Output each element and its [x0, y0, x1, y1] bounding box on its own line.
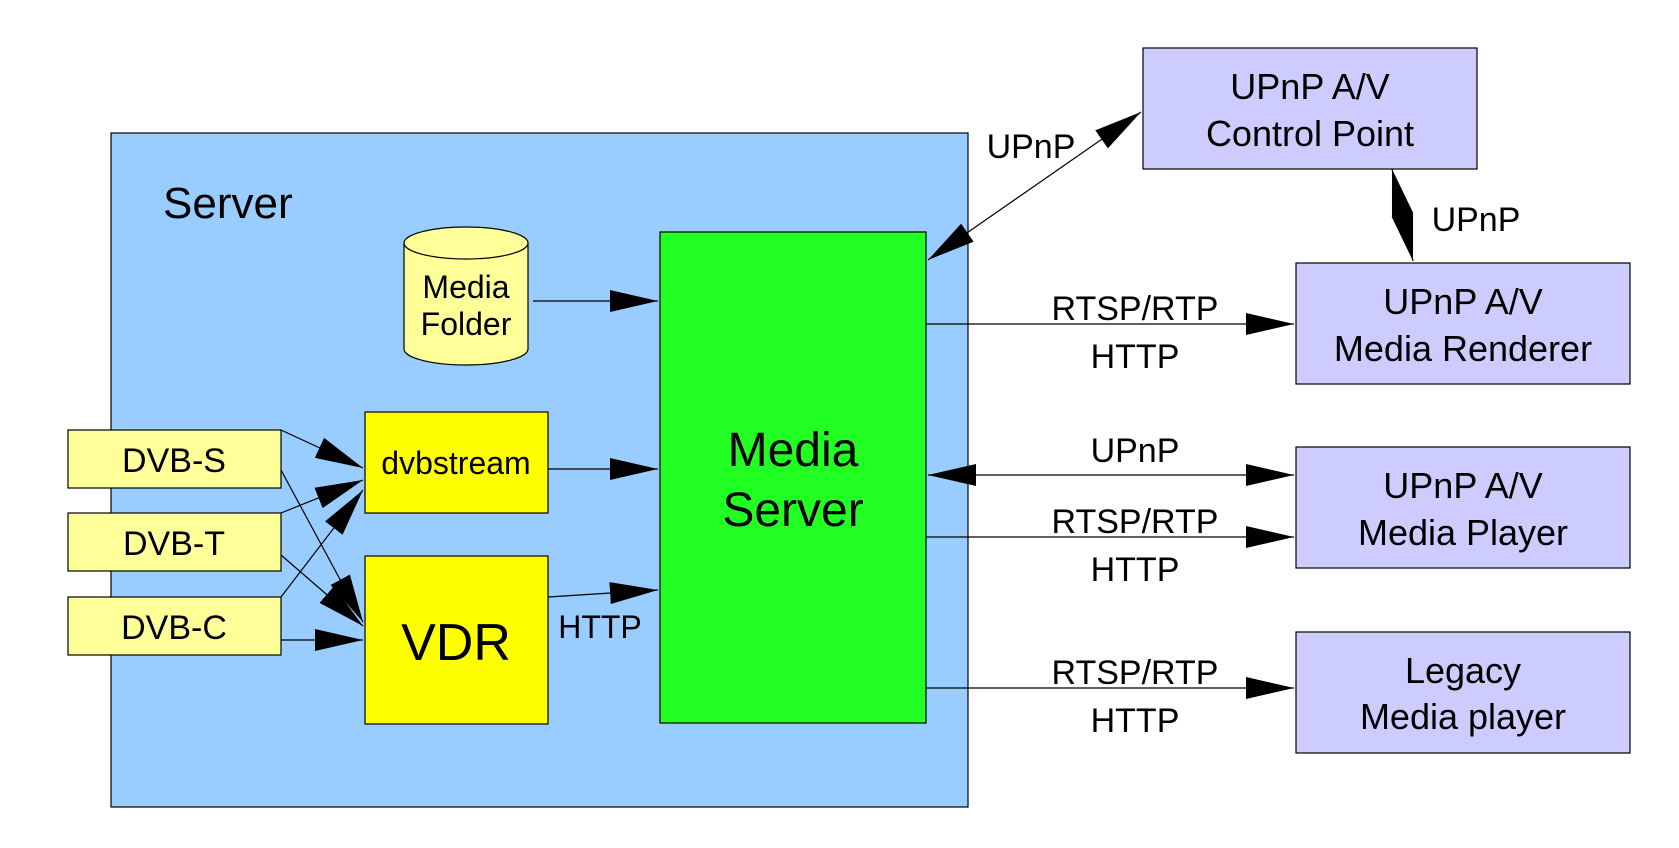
legacy-protocol-line1: RTSP/RTP — [1052, 654, 1219, 692]
arrow-dvbs-to-dvbstream — [280, 429, 364, 469]
media-renderer-label-line2: Media Renderer — [1334, 328, 1592, 369]
legacy-player-label-line1: Legacy — [1405, 650, 1521, 691]
legacy-protocol-line2: HTTP — [1091, 702, 1180, 740]
media-folder-cylinder: Media Folder — [403, 226, 529, 366]
vdr-label: VDR — [401, 614, 511, 672]
arrow-control-renderer — [1391, 168, 1414, 262]
arrow-server-control-point — [927, 111, 1142, 261]
player-protocol-line1: RTSP/RTP — [1052, 503, 1219, 541]
renderer-protocol-line2: HTTP — [1091, 338, 1180, 376]
media-server-label-line2: Server — [722, 484, 863, 537]
vdr-box: VDR — [364, 555, 549, 725]
dvb-s-box: DVB-S — [67, 429, 282, 489]
dvbstream-box: dvbstream — [364, 411, 549, 514]
server-label: Server — [163, 179, 293, 228]
dvb-c-label: DVB-C — [121, 609, 227, 647]
control-point-label-line1: UPnP A/V — [1230, 66, 1389, 107]
legacy-player-label-line2: Media player — [1360, 696, 1566, 737]
arrow-vdr-to-server — [547, 582, 659, 605]
media-player-box: UPnP A/V Media Player — [1295, 446, 1631, 569]
control-point-box: UPnP A/V Control Point — [1142, 47, 1478, 170]
dvb-c-box: DVB-C — [67, 596, 282, 656]
media-renderer-box: UPnP A/V Media Renderer — [1295, 262, 1631, 385]
dvbstream-label: dvbstream — [381, 445, 530, 481]
vdr-http-label: HTTP — [558, 609, 642, 645]
media-player-label-line2: Media Player — [1358, 512, 1568, 553]
arrow-dvbt-to-dvbstream — [280, 479, 364, 514]
control-renderer-upnp-label: UPnP — [1432, 201, 1521, 239]
control-point-upnp-label: UPnP — [987, 128, 1076, 166]
media-folder-label-line1: Media — [422, 269, 509, 305]
media-server-box: Media Server — [659, 231, 927, 724]
media-player-label-line1: UPnP A/V — [1383, 465, 1542, 506]
dvb-t-box: DVB-T — [67, 512, 282, 572]
dvb-t-label: DVB-T — [123, 525, 225, 563]
control-point-label-line2: Control Point — [1206, 113, 1414, 154]
arrow-dvbt-to-vdr — [280, 554, 364, 627]
media-folder-label-line2: Folder — [421, 306, 512, 342]
player-protocol-line2: HTTP — [1091, 551, 1180, 589]
media-server-label-line1: Media — [728, 424, 859, 477]
legacy-player-box: Legacy Media player — [1295, 631, 1631, 754]
arrow-dvbc-to-dvbstream — [280, 489, 364, 598]
player-upnp-label: UPnP — [1091, 432, 1180, 470]
dvb-s-label: DVB-S — [122, 442, 226, 480]
media-renderer-label-line1: UPnP A/V — [1383, 281, 1542, 322]
renderer-protocol-line1: RTSP/RTP — [1052, 290, 1219, 328]
